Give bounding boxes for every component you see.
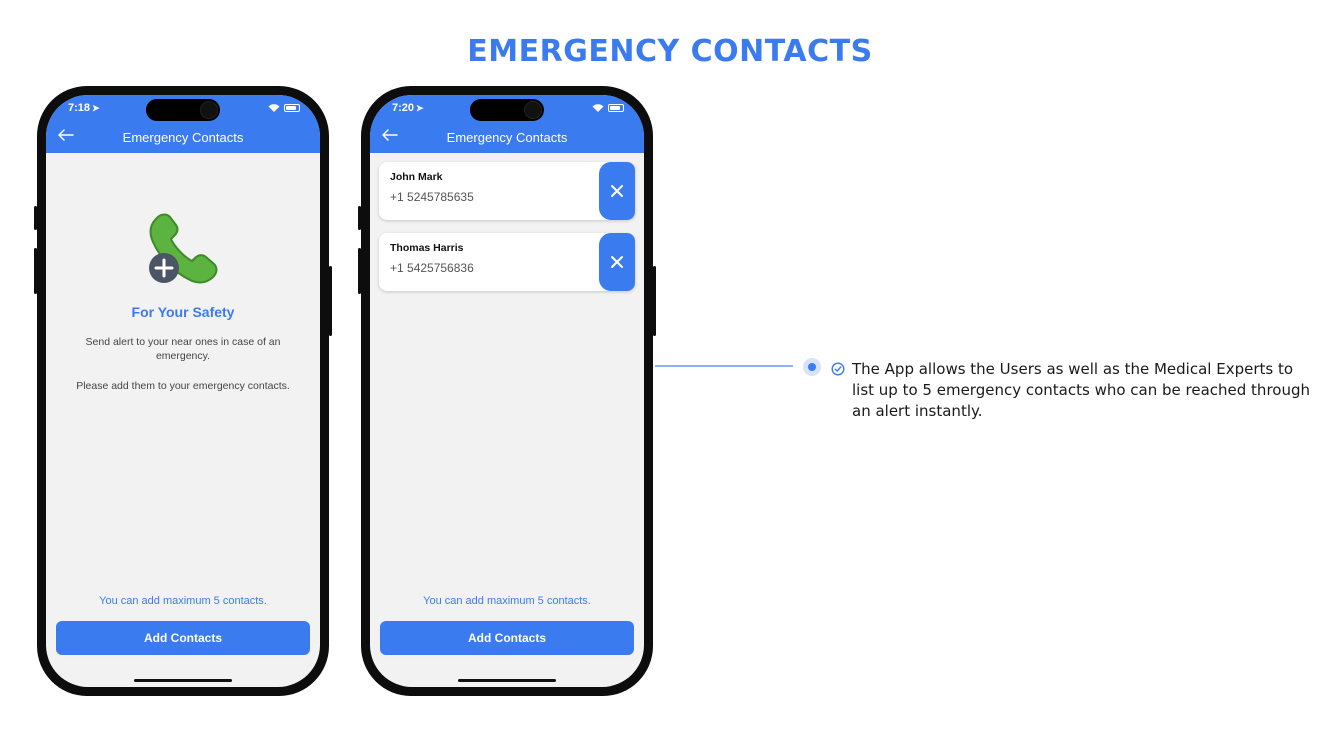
battery-icon [284, 104, 300, 112]
app-bar: 7:18➤ Emergency Contacts [46, 95, 320, 153]
home-indicator [458, 679, 556, 682]
wifi-icon [268, 104, 280, 112]
check-circle-icon [831, 362, 845, 376]
contact-phone: +1 5245785635 [390, 190, 474, 204]
contact-card[interactable]: Thomas Harris +1 5425756836 [379, 233, 635, 291]
empty-state-instruction: Please add them to your emergency contac… [76, 380, 290, 392]
screen: 7:20➤ Emergency Contacts John Mark +1 52… [370, 95, 644, 687]
appbar-title: Emergency Contacts [122, 130, 244, 145]
add-contacts-button[interactable]: Add Contacts [380, 621, 634, 655]
empty-state-title: For Your Safety [131, 304, 235, 320]
phone-mockup-empty: 7:18➤ Emergency Contacts For Your Safety… [34, 86, 332, 696]
back-arrow-icon[interactable] [382, 129, 398, 141]
contact-name: John Mark [390, 171, 443, 183]
home-indicator [134, 679, 232, 682]
phone-mockup-contacts: 7:20➤ Emergency Contacts John Mark +1 52… [358, 86, 656, 696]
status-time: 7:18➤ [68, 102, 100, 114]
remove-contact-button[interactable] [599, 233, 635, 291]
callout-dot [803, 358, 821, 376]
location-arrow-icon: ➤ [92, 103, 100, 113]
callout-connector-line [655, 365, 793, 367]
limit-note: You can add maximum 5 contacts. [99, 595, 267, 607]
close-icon [611, 256, 623, 268]
battery-icon [608, 104, 624, 112]
appbar-title: Emergency Contacts [446, 130, 568, 145]
page-title: EMERGENCY CONTACTS [467, 34, 873, 69]
contact-card[interactable]: John Mark +1 5245785635 [379, 162, 635, 220]
status-time: 7:20➤ [392, 102, 424, 114]
contact-phone: +1 5425756836 [390, 261, 474, 275]
contact-name: Thomas Harris [390, 242, 464, 254]
screen: 7:18➤ Emergency Contacts For Your Safety… [46, 95, 320, 687]
dynamic-island [146, 99, 220, 121]
remove-contact-button[interactable] [599, 162, 635, 220]
add-contacts-button[interactable]: Add Contacts [56, 621, 310, 655]
empty-state-description: Send alert to your near ones in case of … [85, 336, 281, 362]
limit-note: You can add maximum 5 contacts. [423, 595, 591, 607]
app-bar: 7:20➤ Emergency Contacts [370, 95, 644, 153]
feature-description: The App allows the Users as well as the … [852, 360, 1310, 420]
back-arrow-icon[interactable] [58, 129, 74, 141]
close-icon [611, 185, 623, 197]
wifi-icon [592, 104, 604, 112]
dynamic-island [470, 99, 544, 121]
location-arrow-icon: ➤ [416, 103, 424, 113]
phone-add-icon [149, 213, 218, 284]
